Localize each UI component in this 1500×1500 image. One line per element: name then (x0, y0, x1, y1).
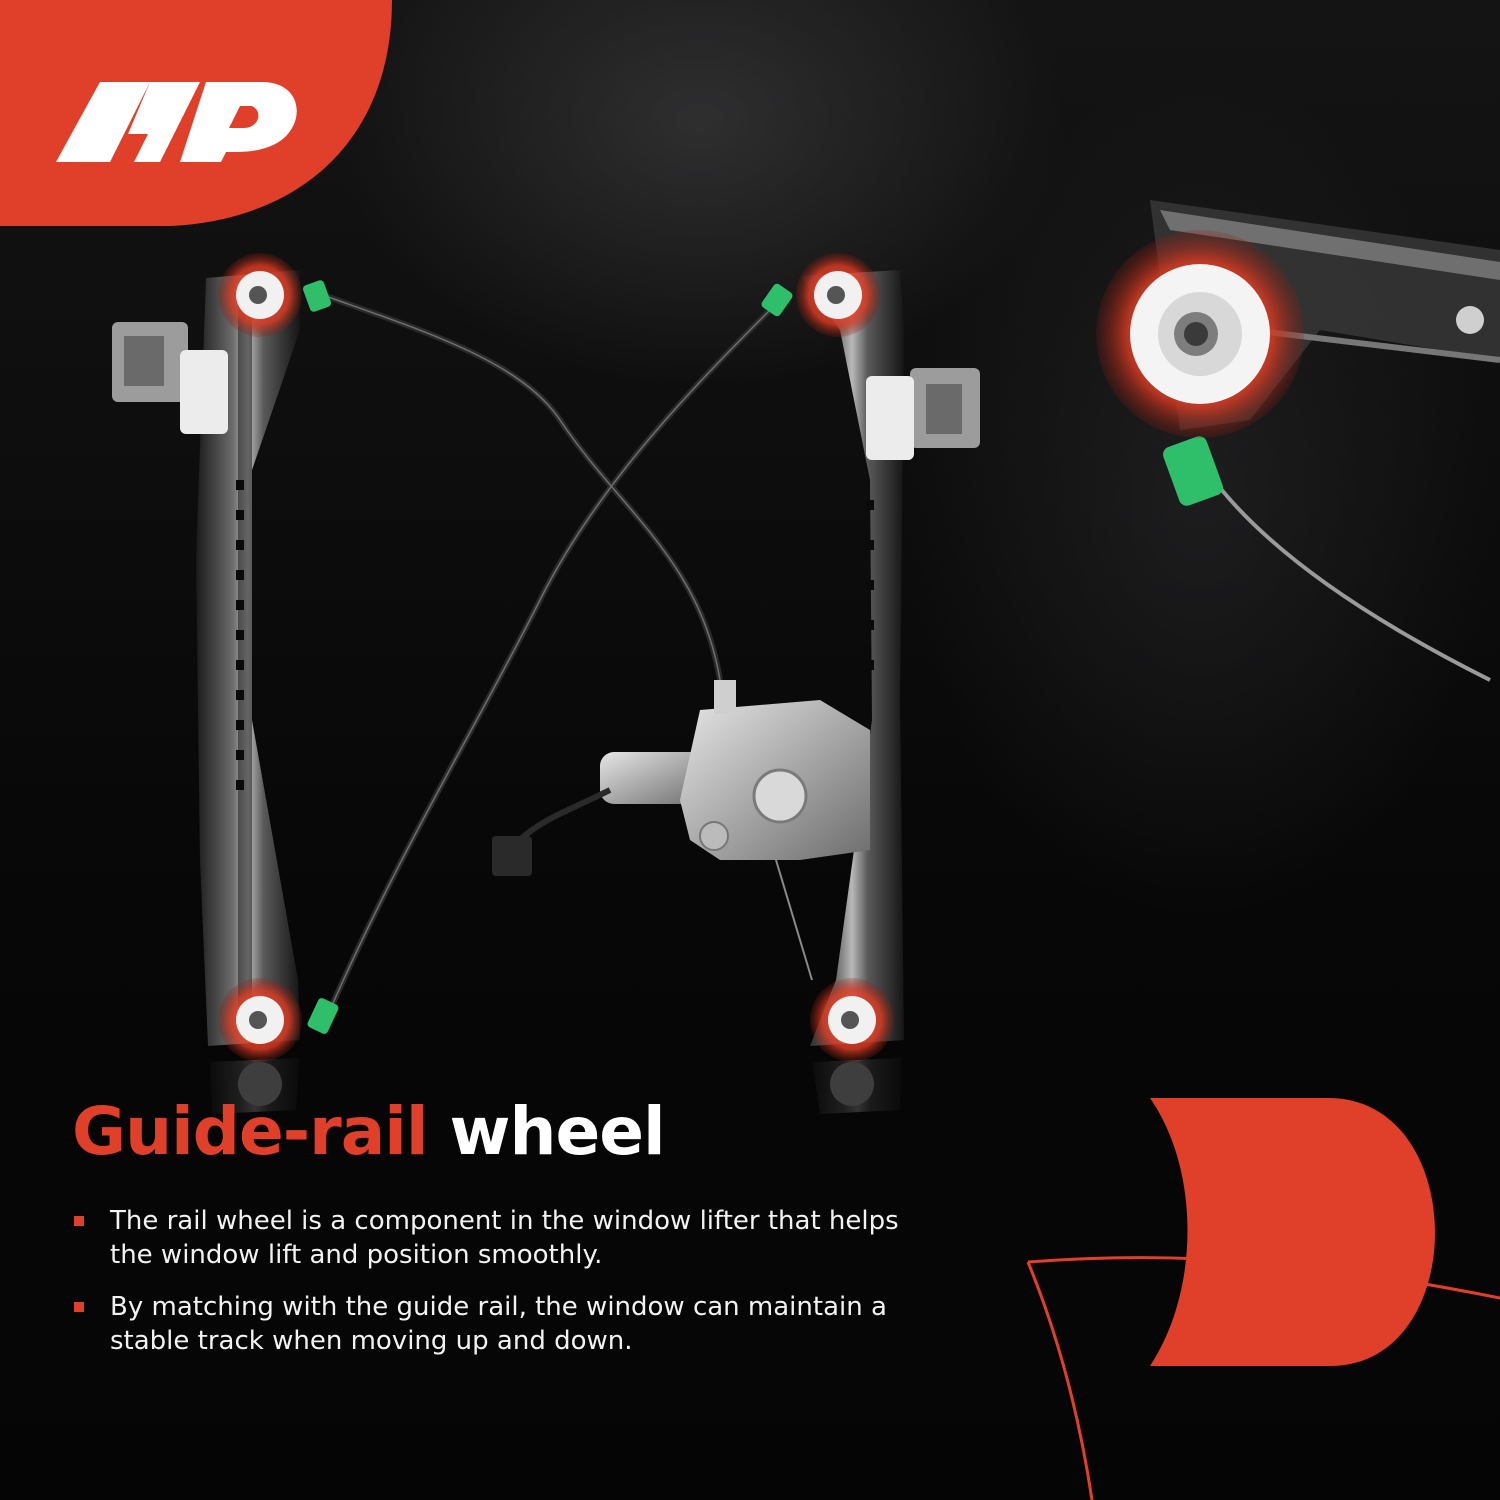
decorative-d-shape (1026, 1098, 1500, 1500)
lifter-cables (318, 291, 813, 1012)
guide-wheel-top-right (796, 253, 880, 337)
list-item: By matching with the guide rail, the win… (72, 1290, 932, 1358)
list-item: The rail wheel is a component in the win… (72, 1204, 932, 1272)
guide-wheel-top-left (218, 253, 302, 337)
bullet-text: By matching with the guide rail, the win… (110, 1292, 887, 1356)
feature-bullet-list: The rail wheel is a component in the win… (72, 1204, 932, 1376)
window-motor (492, 680, 870, 876)
electrical-connector-icon (492, 836, 532, 876)
motor-gear-icon (752, 768, 808, 824)
guide-wheels (218, 253, 894, 1062)
detail-rivet (1456, 306, 1484, 334)
left-guide-rail (196, 270, 300, 1046)
cable-clip-icon (303, 280, 331, 312)
floor-reflection (210, 1058, 902, 1114)
guide-wheel-bottom-left (218, 978, 302, 1062)
cable-clip-icon (307, 998, 339, 1034)
heading-plain-text: wheel (449, 1093, 666, 1170)
left-mounting-bracket (112, 322, 228, 434)
guide-wheel-bottom-right (810, 978, 894, 1062)
right-guide-rail (800, 270, 904, 1046)
cable-clip-icon (761, 283, 793, 317)
detail-cable (1186, 439, 1491, 682)
brand-logo (0, 0, 392, 226)
bullet-text: The rail wheel is a component in the win… (110, 1206, 899, 1270)
bullet-square-icon (74, 1216, 84, 1226)
brand-logo-mark-icon (56, 82, 297, 162)
cable-clips (303, 280, 793, 1034)
heading-accent-text: Guide-rail (72, 1093, 429, 1170)
detail-zoom-panel (1096, 200, 1500, 682)
section-heading: Guide-rail wheel (72, 1092, 666, 1172)
bullet-square-icon (74, 1302, 84, 1312)
detail-cable-clip (1163, 436, 1223, 506)
right-mounting-bracket (866, 368, 980, 460)
